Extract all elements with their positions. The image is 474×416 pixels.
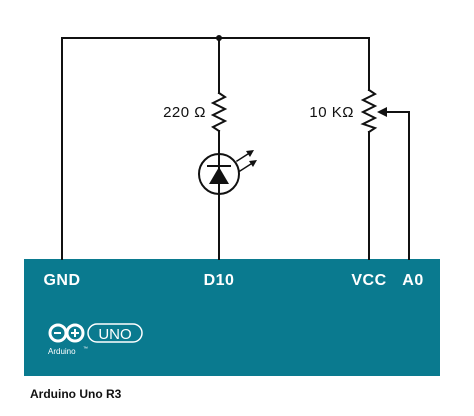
resistor-value-label: 220 Ω: [163, 104, 206, 121]
wire-wiper-to-a0: [382, 111, 410, 260]
arduino-trademark: ™: [83, 346, 88, 352]
led: [198, 150, 257, 195]
resistor-zigzag: [210, 91, 228, 133]
led-emission-arrows-icon: [235, 150, 257, 173]
arduino-board: [24, 259, 440, 376]
board-caption: Arduino Uno R3: [30, 387, 122, 401]
pin-label-gnd: GND: [43, 272, 80, 289]
pot-zigzag: [360, 88, 378, 134]
resistor-220: 220 Ω: [163, 91, 228, 133]
pin-label-d10: D10: [204, 272, 235, 289]
led-diode-triangle: [209, 167, 229, 184]
arduino-logo: UNO Arduino ™: [48, 323, 143, 356]
pin-label-vcc: VCC: [351, 272, 386, 289]
pin-label-a0: A0: [402, 272, 423, 289]
junction-dot: [216, 35, 222, 41]
arduino-infinity-icon: [48, 323, 85, 343]
uno-badge: [87, 323, 143, 343]
pot-wiper-arrow-icon: [377, 107, 387, 117]
arduino-brand-text: Arduino: [48, 347, 76, 356]
uno-badge-text: UNO: [98, 326, 131, 343]
wires: [61, 37, 410, 260]
wire-top-bus: [61, 37, 370, 260]
pot-value-label: 10 KΩ: [309, 104, 354, 121]
potentiometer-10k: 10 KΩ: [309, 88, 410, 134]
